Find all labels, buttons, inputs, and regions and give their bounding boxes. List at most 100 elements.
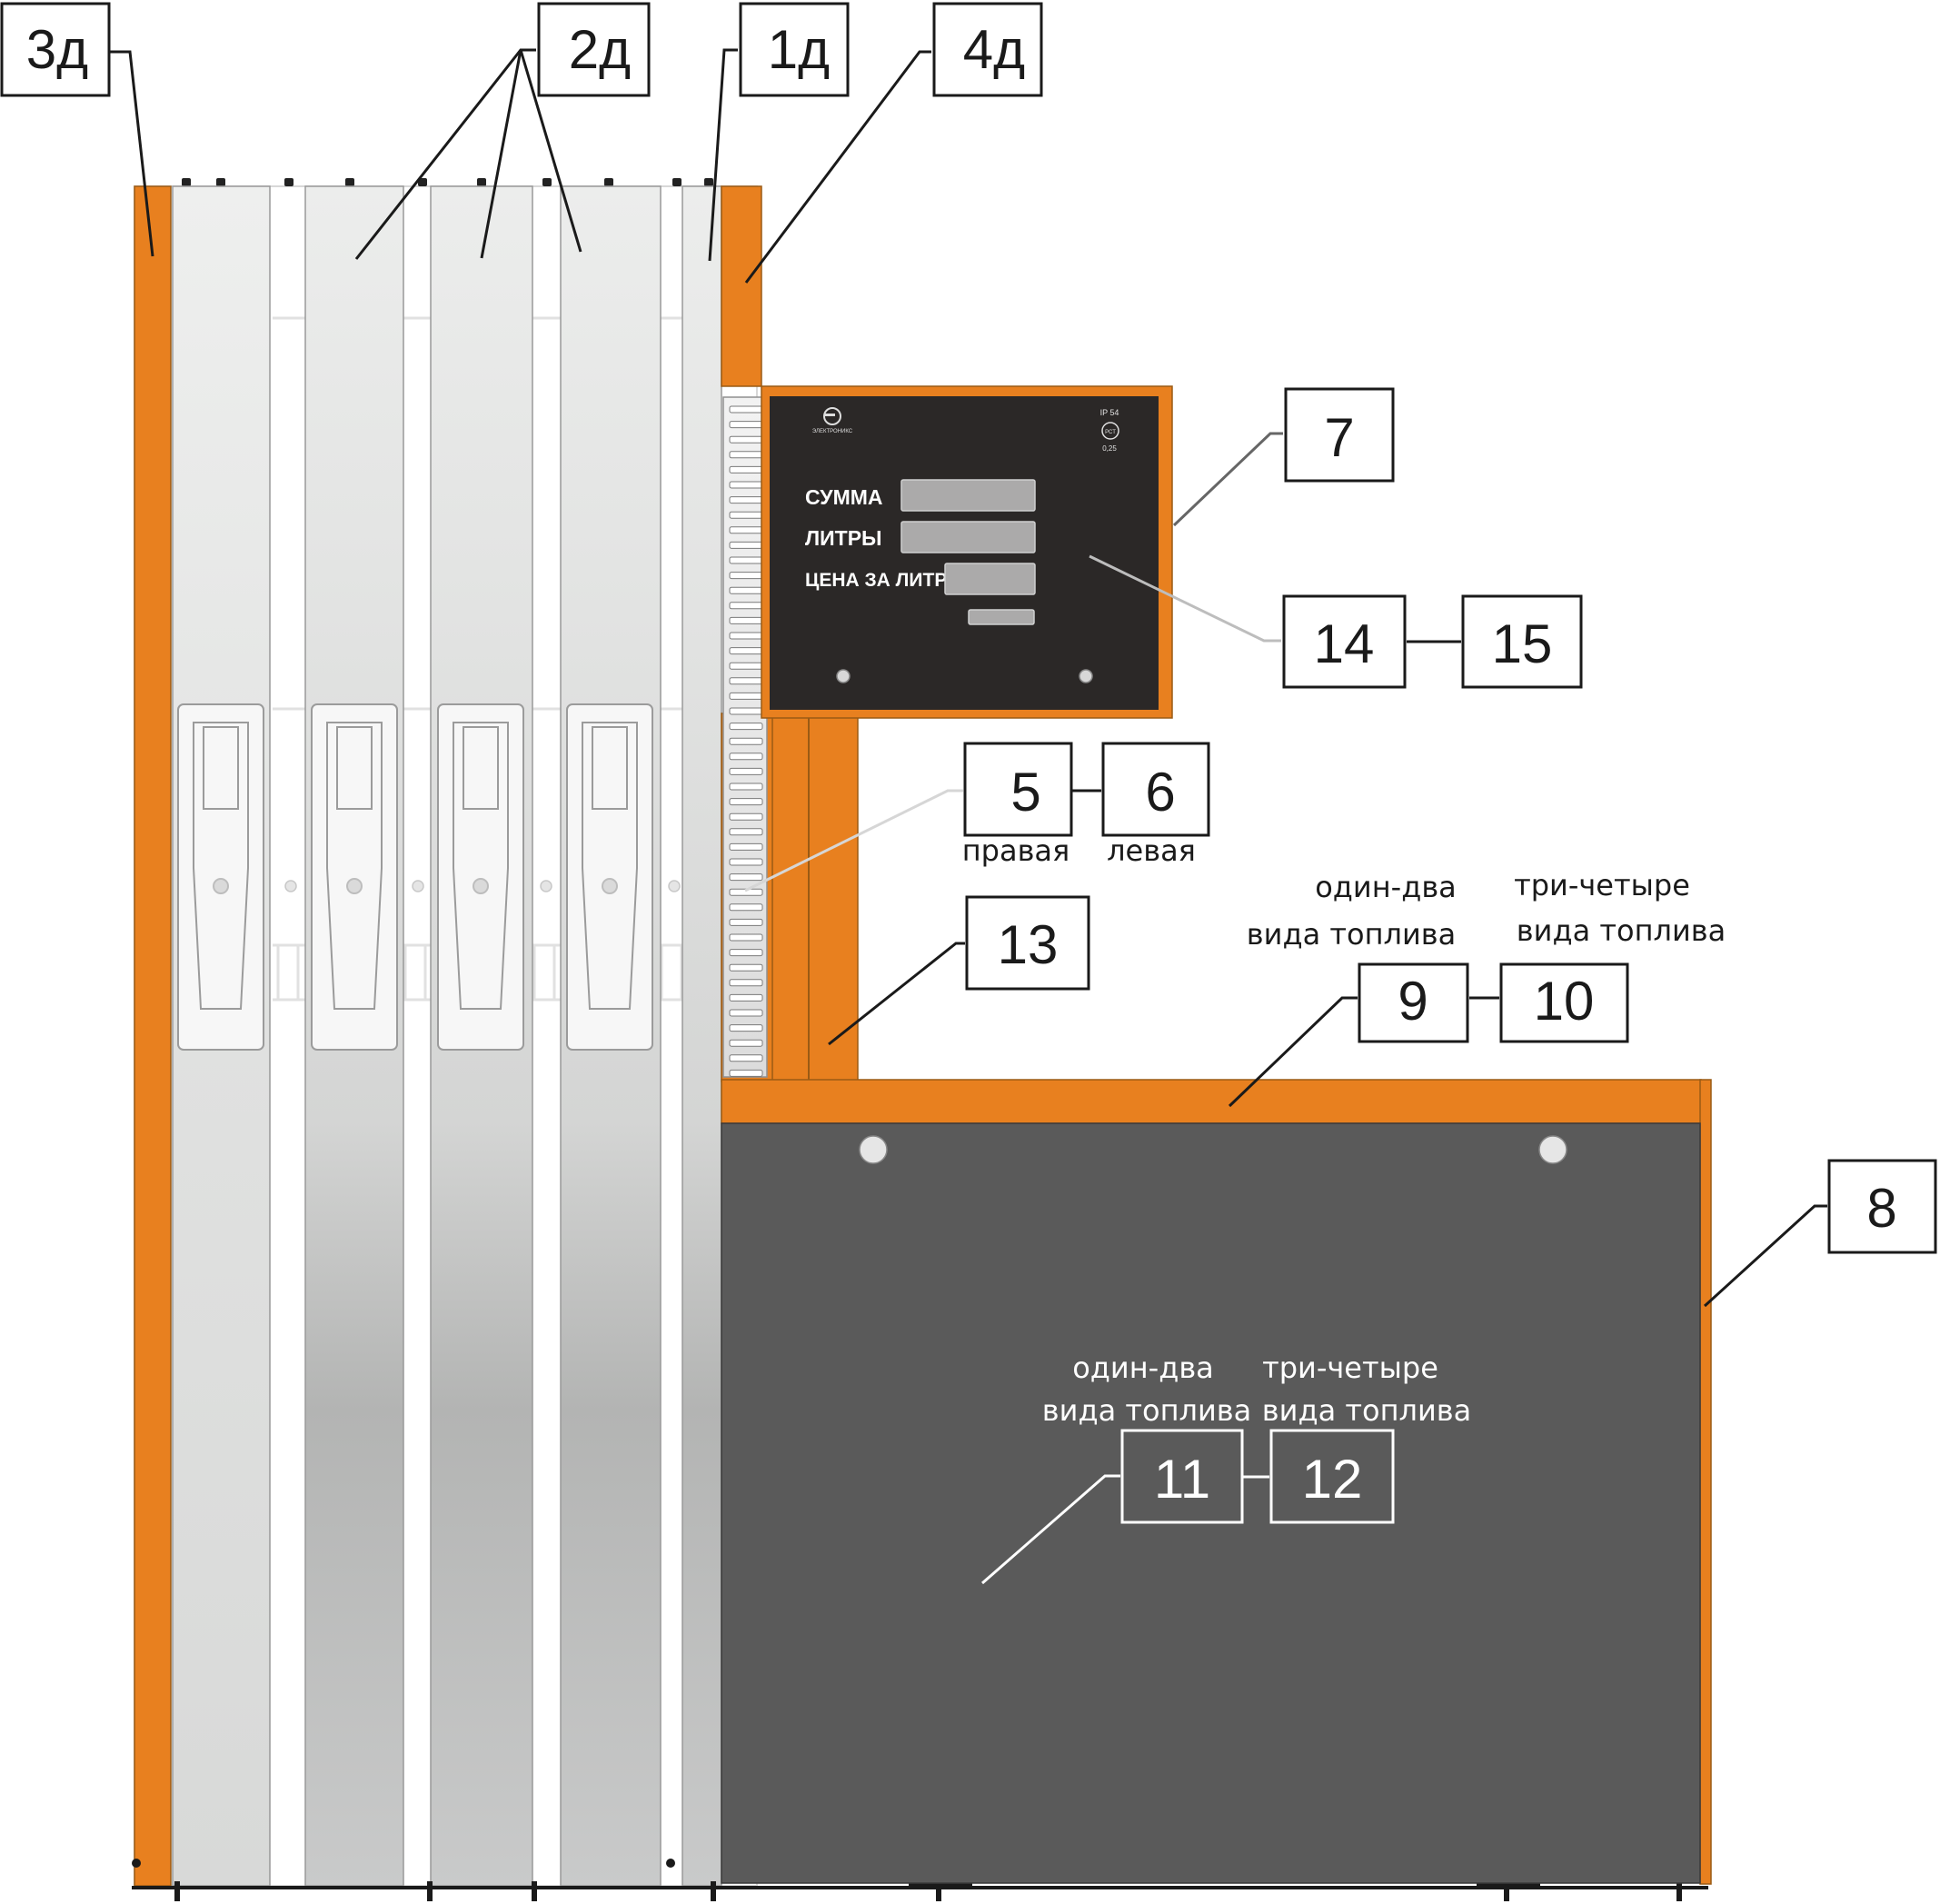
vent-slot — [729, 918, 763, 926]
nozzle-holder — [437, 703, 524, 1051]
callout-12-label: 12 — [1302, 1449, 1363, 1510]
callout-8: 8 — [1827, 1159, 1937, 1254]
vent-slot — [729, 842, 763, 851]
housing-lock — [1538, 1135, 1567, 1164]
leader-3d — [109, 50, 154, 257]
vent-slots — [729, 405, 763, 1077]
nozzle-holder — [311, 703, 398, 1051]
callout-1d: 1д — [739, 2, 850, 97]
vent-slot — [729, 405, 763, 414]
callout-7-label: 7 — [1324, 407, 1354, 468]
vent-slot — [729, 828, 763, 836]
vent-slot — [729, 1069, 763, 1077]
callout-4d-label: 4д — [963, 19, 1025, 80]
callout-6-caption: левая — [1107, 833, 1196, 868]
vent-slot — [729, 1009, 763, 1017]
nozzle-holder — [566, 703, 653, 1051]
sum-window — [900, 479, 1036, 512]
callout-10-caption-line2: вида топлива — [1517, 913, 1726, 948]
vent-slot — [729, 723, 763, 731]
accuracy-class: 0,25 — [1102, 444, 1117, 453]
callout-3d: 3д — [0, 2, 111, 97]
callout-12-caption-line1: три-четыре — [1262, 1351, 1438, 1385]
label-liters: ЛИТРЫ — [805, 526, 882, 550]
housing-body — [721, 1122, 1701, 1884]
vent-slot — [729, 465, 763, 474]
price-window — [944, 563, 1036, 595]
vent-slot — [729, 662, 763, 670]
leader-11 — [981, 1474, 1120, 1585]
vent-grille — [722, 396, 768, 1078]
callout-11-label: 11 — [1154, 1449, 1210, 1510]
callout-8-label: 8 — [1866, 1178, 1896, 1239]
callout-1d-label: 1д — [768, 19, 830, 80]
callout-9-caption-line2: вида топлива — [1247, 917, 1456, 952]
cert-mark-text: РСТ — [1105, 430, 1116, 435]
callout-5-caption: правая — [962, 833, 1070, 868]
vent-slot — [729, 451, 763, 459]
vent-slot — [729, 933, 763, 942]
callout-14: 14 — [1282, 594, 1407, 689]
door-1 — [681, 185, 722, 1887]
vent-slot — [729, 526, 763, 534]
vent-slot — [729, 993, 763, 1002]
callout-9-caption-line1: один-два — [1315, 870, 1457, 904]
vent-slot — [729, 737, 763, 745]
leader-7 — [1172, 432, 1283, 527]
vent-slot — [729, 556, 763, 564]
vent-slot — [729, 647, 763, 655]
leader-1d — [708, 48, 738, 262]
leader-8 — [1703, 1204, 1827, 1308]
vent-slot — [729, 1039, 763, 1047]
vent-slot — [729, 586, 763, 594]
callout-3d-label: 3д — [26, 19, 88, 80]
vent-slot — [729, 783, 763, 791]
vent-slot — [729, 692, 763, 700]
vent-slot — [729, 753, 763, 761]
leader-2d — [480, 49, 522, 259]
callout-11-caption-line1: один-два — [1072, 1351, 1214, 1385]
door-column — [132, 178, 1708, 1901]
callout-9-label: 9 — [1398, 971, 1428, 1032]
nozzle-holder — [177, 703, 264, 1051]
vent-slot — [729, 873, 763, 882]
callout-5: 5 правая — [962, 742, 1073, 868]
callout-2d-label: 2д — [569, 19, 631, 80]
callout-6-label: 6 — [1145, 762, 1175, 822]
callout-9: один-два вида топлива 9 — [1247, 870, 1469, 1043]
display-screw — [836, 669, 851, 683]
liters-window — [900, 521, 1036, 553]
vent-slot — [729, 858, 763, 866]
vent-slot — [729, 963, 763, 972]
vent-slot — [729, 511, 763, 519]
label-sum: СУММА — [805, 485, 883, 509]
callout-12: три-четыре вида топлива 12 — [1262, 1351, 1471, 1524]
vent-slot — [729, 1024, 763, 1032]
leader-9 — [1228, 996, 1358, 1108]
callout-15: 15 — [1461, 594, 1583, 689]
callout-13-label: 13 — [998, 914, 1059, 975]
leader-4d — [744, 50, 931, 284]
callouts: 3д 2д 1д 4д 7 14 15 5 правая — [0, 2, 1937, 1524]
vent-slot — [729, 949, 763, 957]
frame-dots — [284, 880, 681, 892]
vent-slot — [729, 812, 763, 821]
vent-slot — [729, 798, 763, 806]
callout-7: 7 — [1284, 387, 1395, 483]
vent-slot — [729, 1054, 763, 1062]
brand-logo: ЭЛЕКТРОНИКС — [812, 407, 853, 434]
vent-slot — [729, 602, 763, 610]
vent-slot — [729, 481, 763, 489]
callout-15-label: 15 — [1492, 613, 1553, 674]
label-price: ЦЕНА ЗА ЛИТР — [805, 570, 947, 591]
callout-12-caption-line2: вида топлива — [1262, 1393, 1471, 1428]
hydraulic-housing — [721, 1079, 1712, 1885]
upright-top — [721, 185, 762, 387]
aux-window — [968, 609, 1035, 625]
callout-10: три-четыре вида топлива 10 — [1499, 868, 1726, 1043]
nozzle-holders — [177, 703, 653, 1051]
callout-11-caption-line2: вида топлива — [1042, 1393, 1251, 1428]
vent-slot — [729, 496, 763, 504]
callout-6: 6 левая — [1101, 742, 1210, 868]
